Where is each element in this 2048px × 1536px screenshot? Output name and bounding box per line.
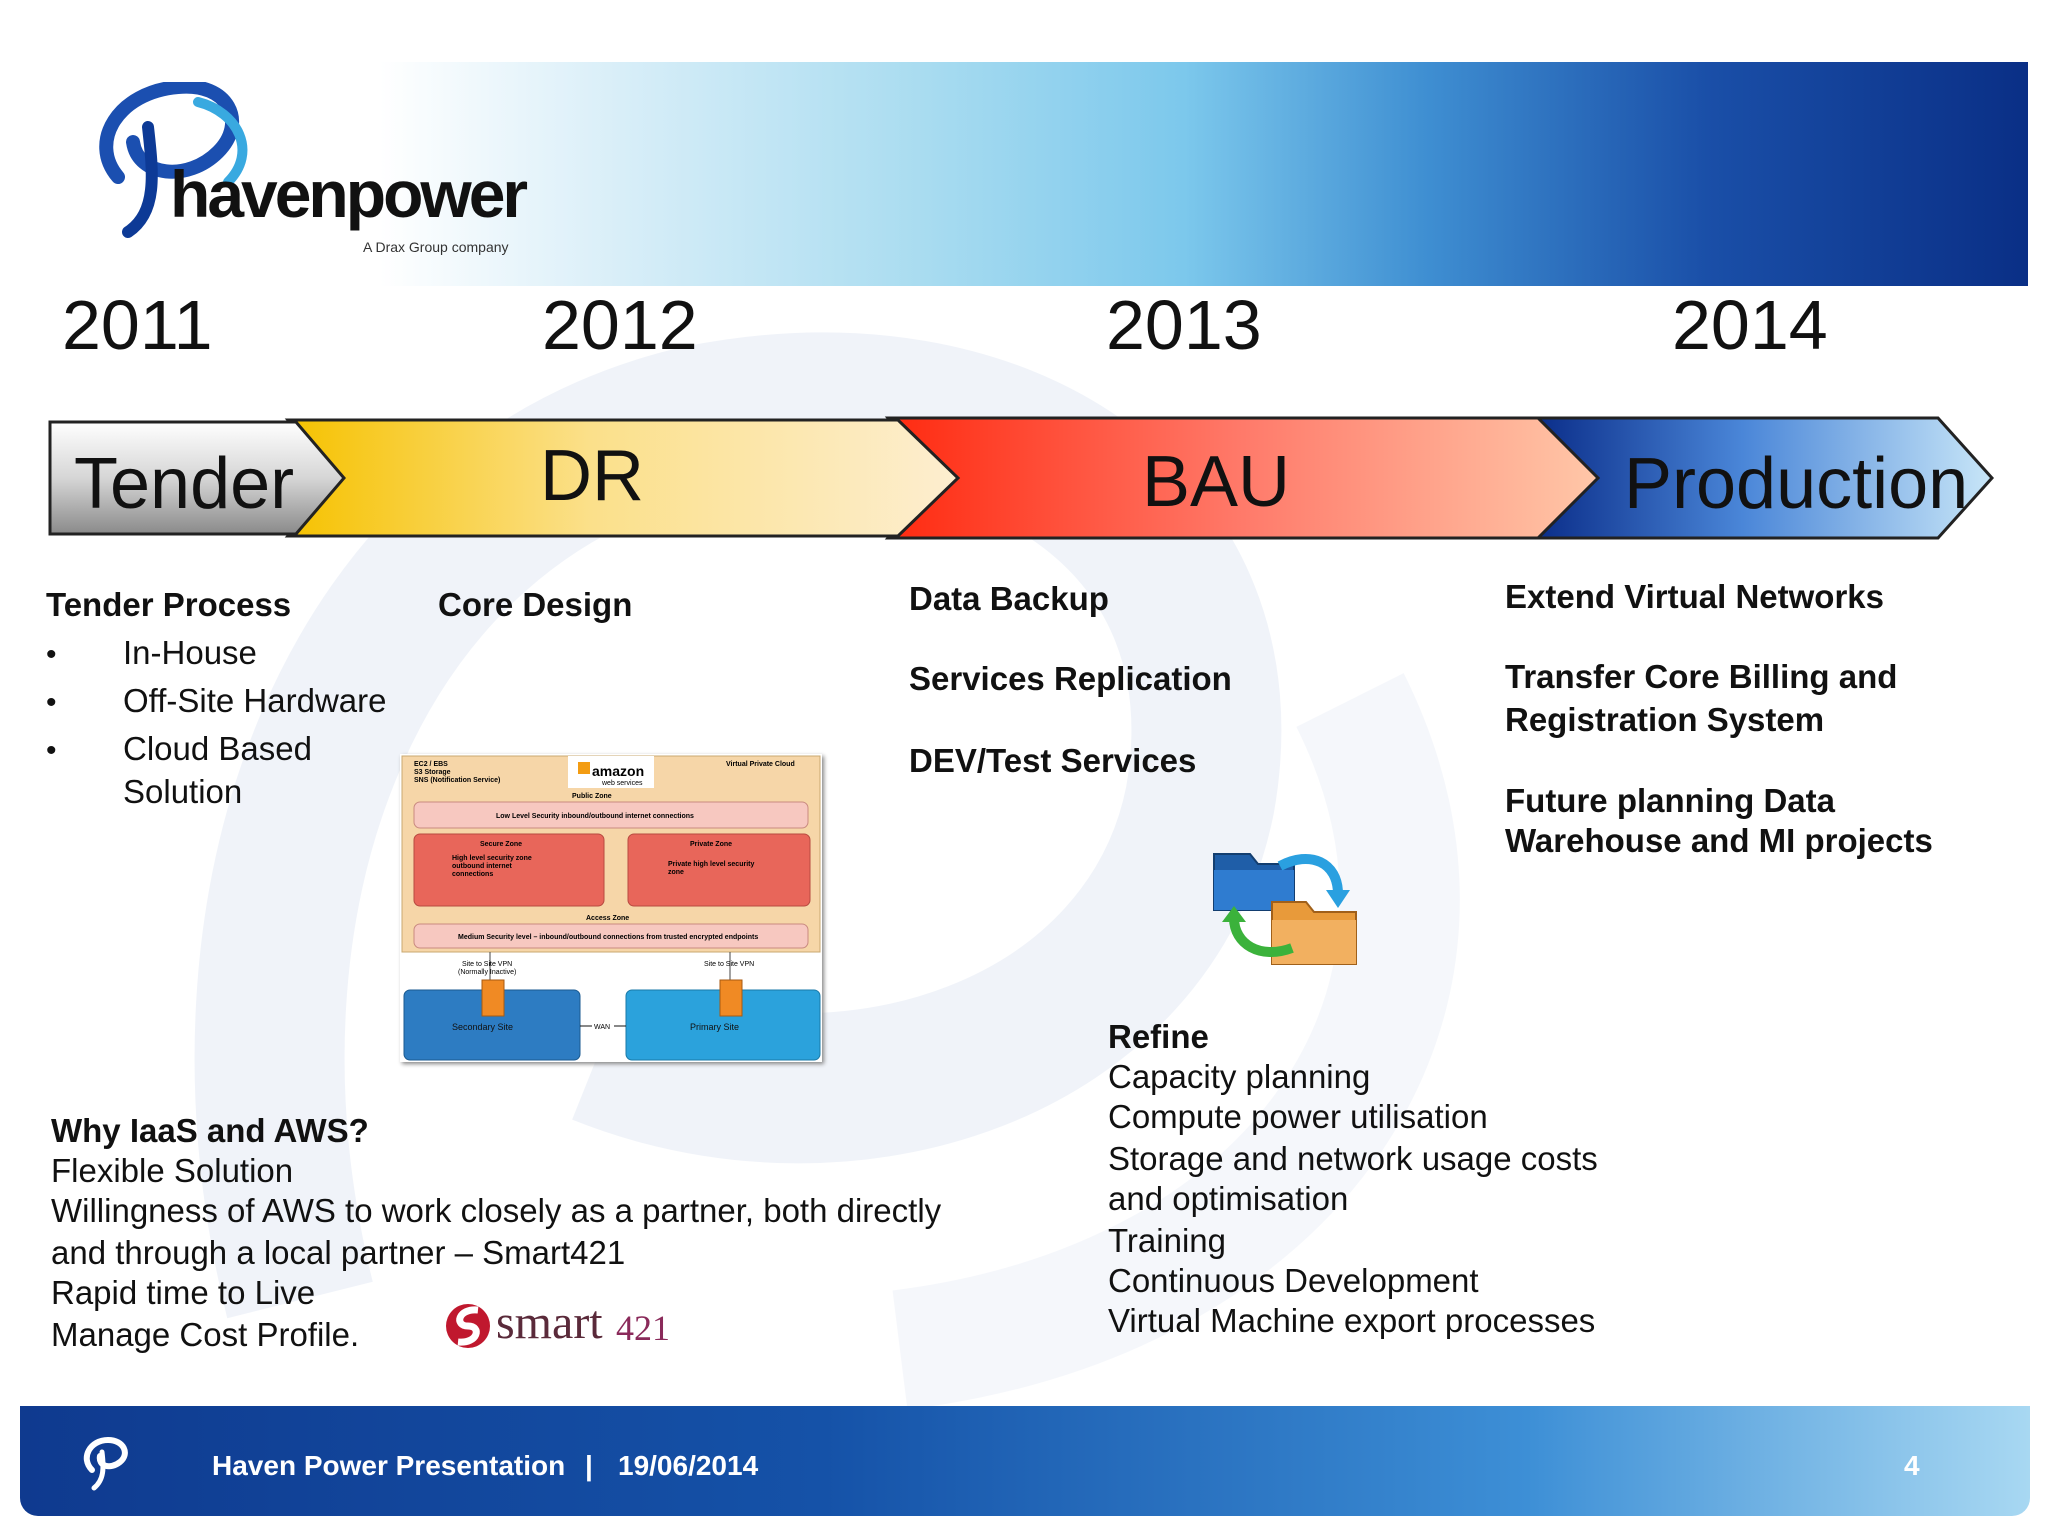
timeline-arrows	[48, 416, 1995, 540]
tender-heading: Tender Process	[46, 586, 292, 623]
refine-heading: Refine	[1108, 1018, 1209, 1055]
tender-item: Off-Site Hardware	[123, 682, 387, 719]
footer-band	[20, 1406, 2030, 1516]
diagram-label: Private high level security	[668, 861, 754, 868]
why-line: and through a local partner – Smart421	[51, 1234, 626, 1271]
smart421-logo: smart 421	[446, 1296, 670, 1349]
diagram-primary-site: Primary Site	[690, 1022, 739, 1032]
folder-sync-icon	[1213, 853, 1357, 965]
bullet: •	[46, 686, 57, 719]
diagram-label: Access Zone	[586, 915, 629, 922]
footer-page-number: 4	[1904, 1450, 1920, 1481]
why-line: Flexible Solution	[51, 1152, 294, 1189]
tender-item: In-House	[123, 634, 257, 671]
why-line: Willingness of AWS to work closely as a …	[51, 1192, 942, 1229]
why-line: Manage Cost Profile.	[51, 1316, 360, 1353]
havenpower-logo: havenpower A Drax Group company	[99, 82, 528, 255]
diagram-label: Public Zone	[572, 793, 612, 800]
smart-logo-text: smart	[496, 1296, 603, 1349]
diagram-label: S3 Storage	[414, 769, 451, 776]
why-line: Rapid time to Live	[51, 1274, 316, 1311]
phase-tender: Tender	[74, 444, 295, 524]
smart-logo-num: 421	[616, 1308, 670, 1348]
diagram-secondary-site: Secondary Site	[452, 1022, 513, 1032]
year-2011: 2011	[62, 286, 213, 364]
refine-line: Storage and network usage costs	[1108, 1140, 1598, 1177]
tender-item: Cloud Based	[123, 730, 312, 767]
tender-item-continued: Solution	[123, 773, 243, 810]
diagram-wan: WAN	[594, 1024, 610, 1031]
diagram-label: outbound internet	[452, 863, 513, 870]
refine-line: Virtual Machine export processes	[1108, 1302, 1596, 1339]
aws-architecture-diagram: EC2 / EBS S3 Storage SNS (Notification S…	[400, 754, 822, 1062]
diagram-label: EC2 / EBS	[414, 761, 448, 768]
year-2014: 2014	[1672, 286, 1828, 364]
production-item-continued: Warehouse and MI projects	[1505, 822, 1933, 859]
diagram-label: Site to Site VPN	[462, 961, 512, 968]
footer-date: 19/06/2014	[618, 1450, 759, 1481]
havenpower-footer-icon	[83, 1436, 128, 1491]
aws-icon	[578, 762, 590, 774]
bau-item: Services Replication	[909, 660, 1232, 697]
bullet: •	[46, 734, 57, 767]
refine-line: Compute power utilisation	[1108, 1098, 1488, 1135]
refine-line: Capacity planning	[1108, 1058, 1371, 1095]
refine-line: Training	[1108, 1222, 1226, 1259]
bullet: •	[46, 638, 57, 671]
diagram-label: Secure Zone	[480, 841, 522, 848]
diagram-label: Low Level Security inbound/outbound inte…	[496, 813, 694, 820]
year-2013: 2013	[1106, 286, 1262, 364]
year-2012: 2012	[542, 286, 698, 364]
diagram-label: zone	[668, 869, 684, 876]
core-design-heading: Core Design	[438, 586, 633, 623]
footer-title: Haven Power Presentation	[212, 1450, 566, 1481]
firewall-icon	[719, 979, 743, 1017]
diagram-label: SNS (Notification Service)	[414, 777, 500, 784]
logo-tagline: A Drax Group company	[363, 239, 509, 255]
diagram-label: (Normally Inactive)	[458, 969, 516, 976]
refine-line: Continuous Development	[1108, 1262, 1479, 1299]
diagram-label: Virtual Private Cloud	[726, 761, 795, 768]
footer-separator: |	[585, 1450, 593, 1481]
why-heading: Why IaaS and AWS?	[51, 1112, 369, 1149]
arrow-tender	[48, 420, 346, 536]
diagram-label: Site to Site VPN	[704, 961, 754, 968]
production-item: Transfer Core Billing and	[1505, 658, 1898, 695]
logo-wordmark: havenpower	[170, 157, 527, 231]
phase-dr: DR	[540, 436, 644, 516]
diagram-brand: amazon	[592, 763, 644, 779]
firewall-icon	[481, 979, 505, 1017]
header-gradient-band	[18, 62, 2028, 286]
diagram-label: Private Zone	[690, 841, 732, 848]
production-item-continued: Registration System	[1505, 701, 1825, 738]
diagram-label: High level security zone	[452, 855, 532, 862]
diagram-brand-sub: web services	[601, 780, 643, 787]
refine-line: and optimisation	[1108, 1180, 1349, 1217]
bau-item: DEV/Test Services	[909, 742, 1197, 779]
diagram-label: connections	[452, 871, 493, 878]
production-item: Future planning Data	[1505, 782, 1835, 819]
phase-bau: BAU	[1142, 442, 1291, 522]
bau-item: Data Backup	[909, 580, 1109, 617]
production-item: Extend Virtual Networks	[1505, 578, 1885, 615]
phase-production: Production	[1624, 444, 1969, 524]
diagram-label: Medium Security level – inbound/outbound…	[458, 934, 758, 941]
